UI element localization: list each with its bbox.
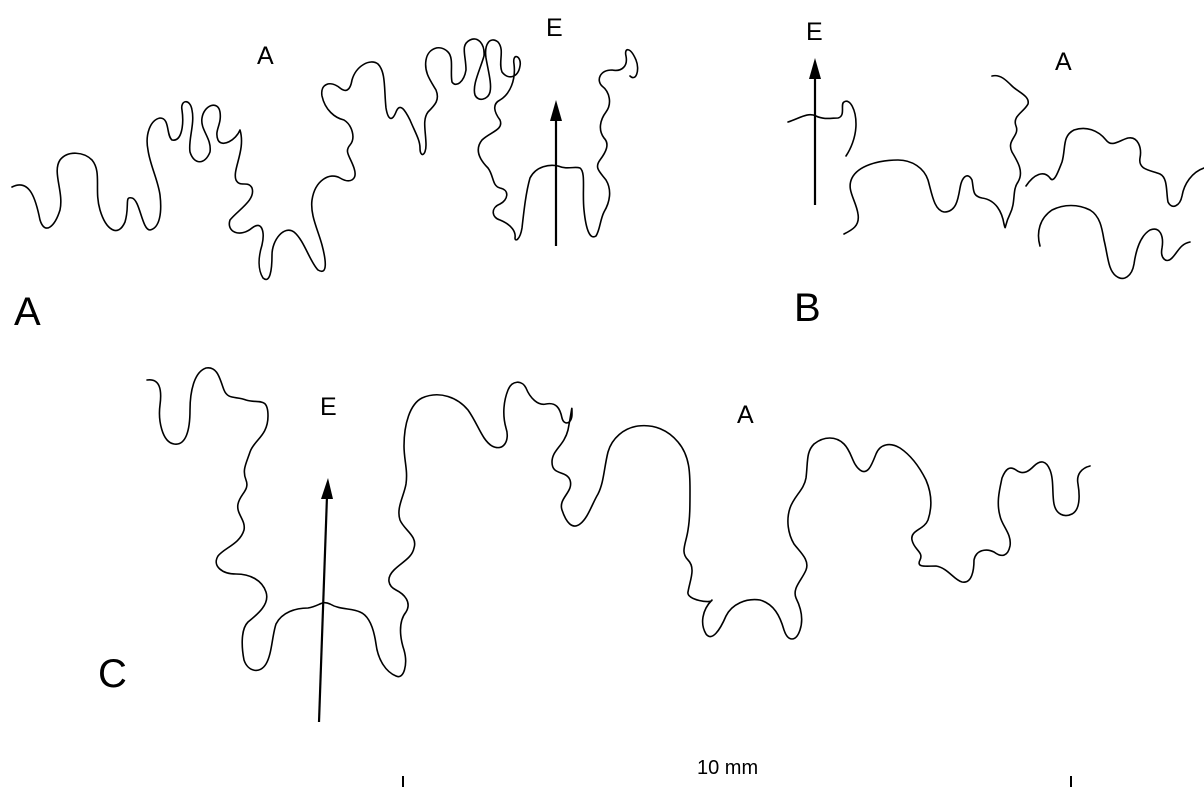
panel-a-external-label: E bbox=[546, 14, 563, 42]
panel-c-direction-arrow bbox=[317, 478, 333, 723]
panel-b-direction-arrow bbox=[809, 58, 821, 205]
panel-a-direction-arrow bbox=[550, 100, 562, 246]
panel-b-suture-line-right bbox=[1025, 127, 1204, 208]
panel-a-adapical-label: A bbox=[257, 42, 274, 70]
panel-c-external-label: E bbox=[320, 393, 337, 421]
panel-c-suture-line bbox=[146, 367, 1091, 678]
panel-c-adapical-label: A bbox=[737, 401, 754, 429]
panel-b-adapical-label: A bbox=[1055, 48, 1072, 76]
panel-a-suture-line bbox=[11, 38, 639, 281]
panel-b-letter: B bbox=[794, 286, 821, 330]
scale-bar-label: 10 mm bbox=[697, 757, 759, 779]
panel-a-letter: A bbox=[14, 290, 41, 334]
panel-b-suture-line-lower bbox=[1037, 204, 1191, 280]
panel-b-external-label: E bbox=[806, 18, 823, 46]
panel-c-letter: C bbox=[98, 652, 127, 696]
panel-b-suture-line-main bbox=[843, 74, 1029, 235]
panel-b-suture-line-upper bbox=[787, 100, 857, 157]
